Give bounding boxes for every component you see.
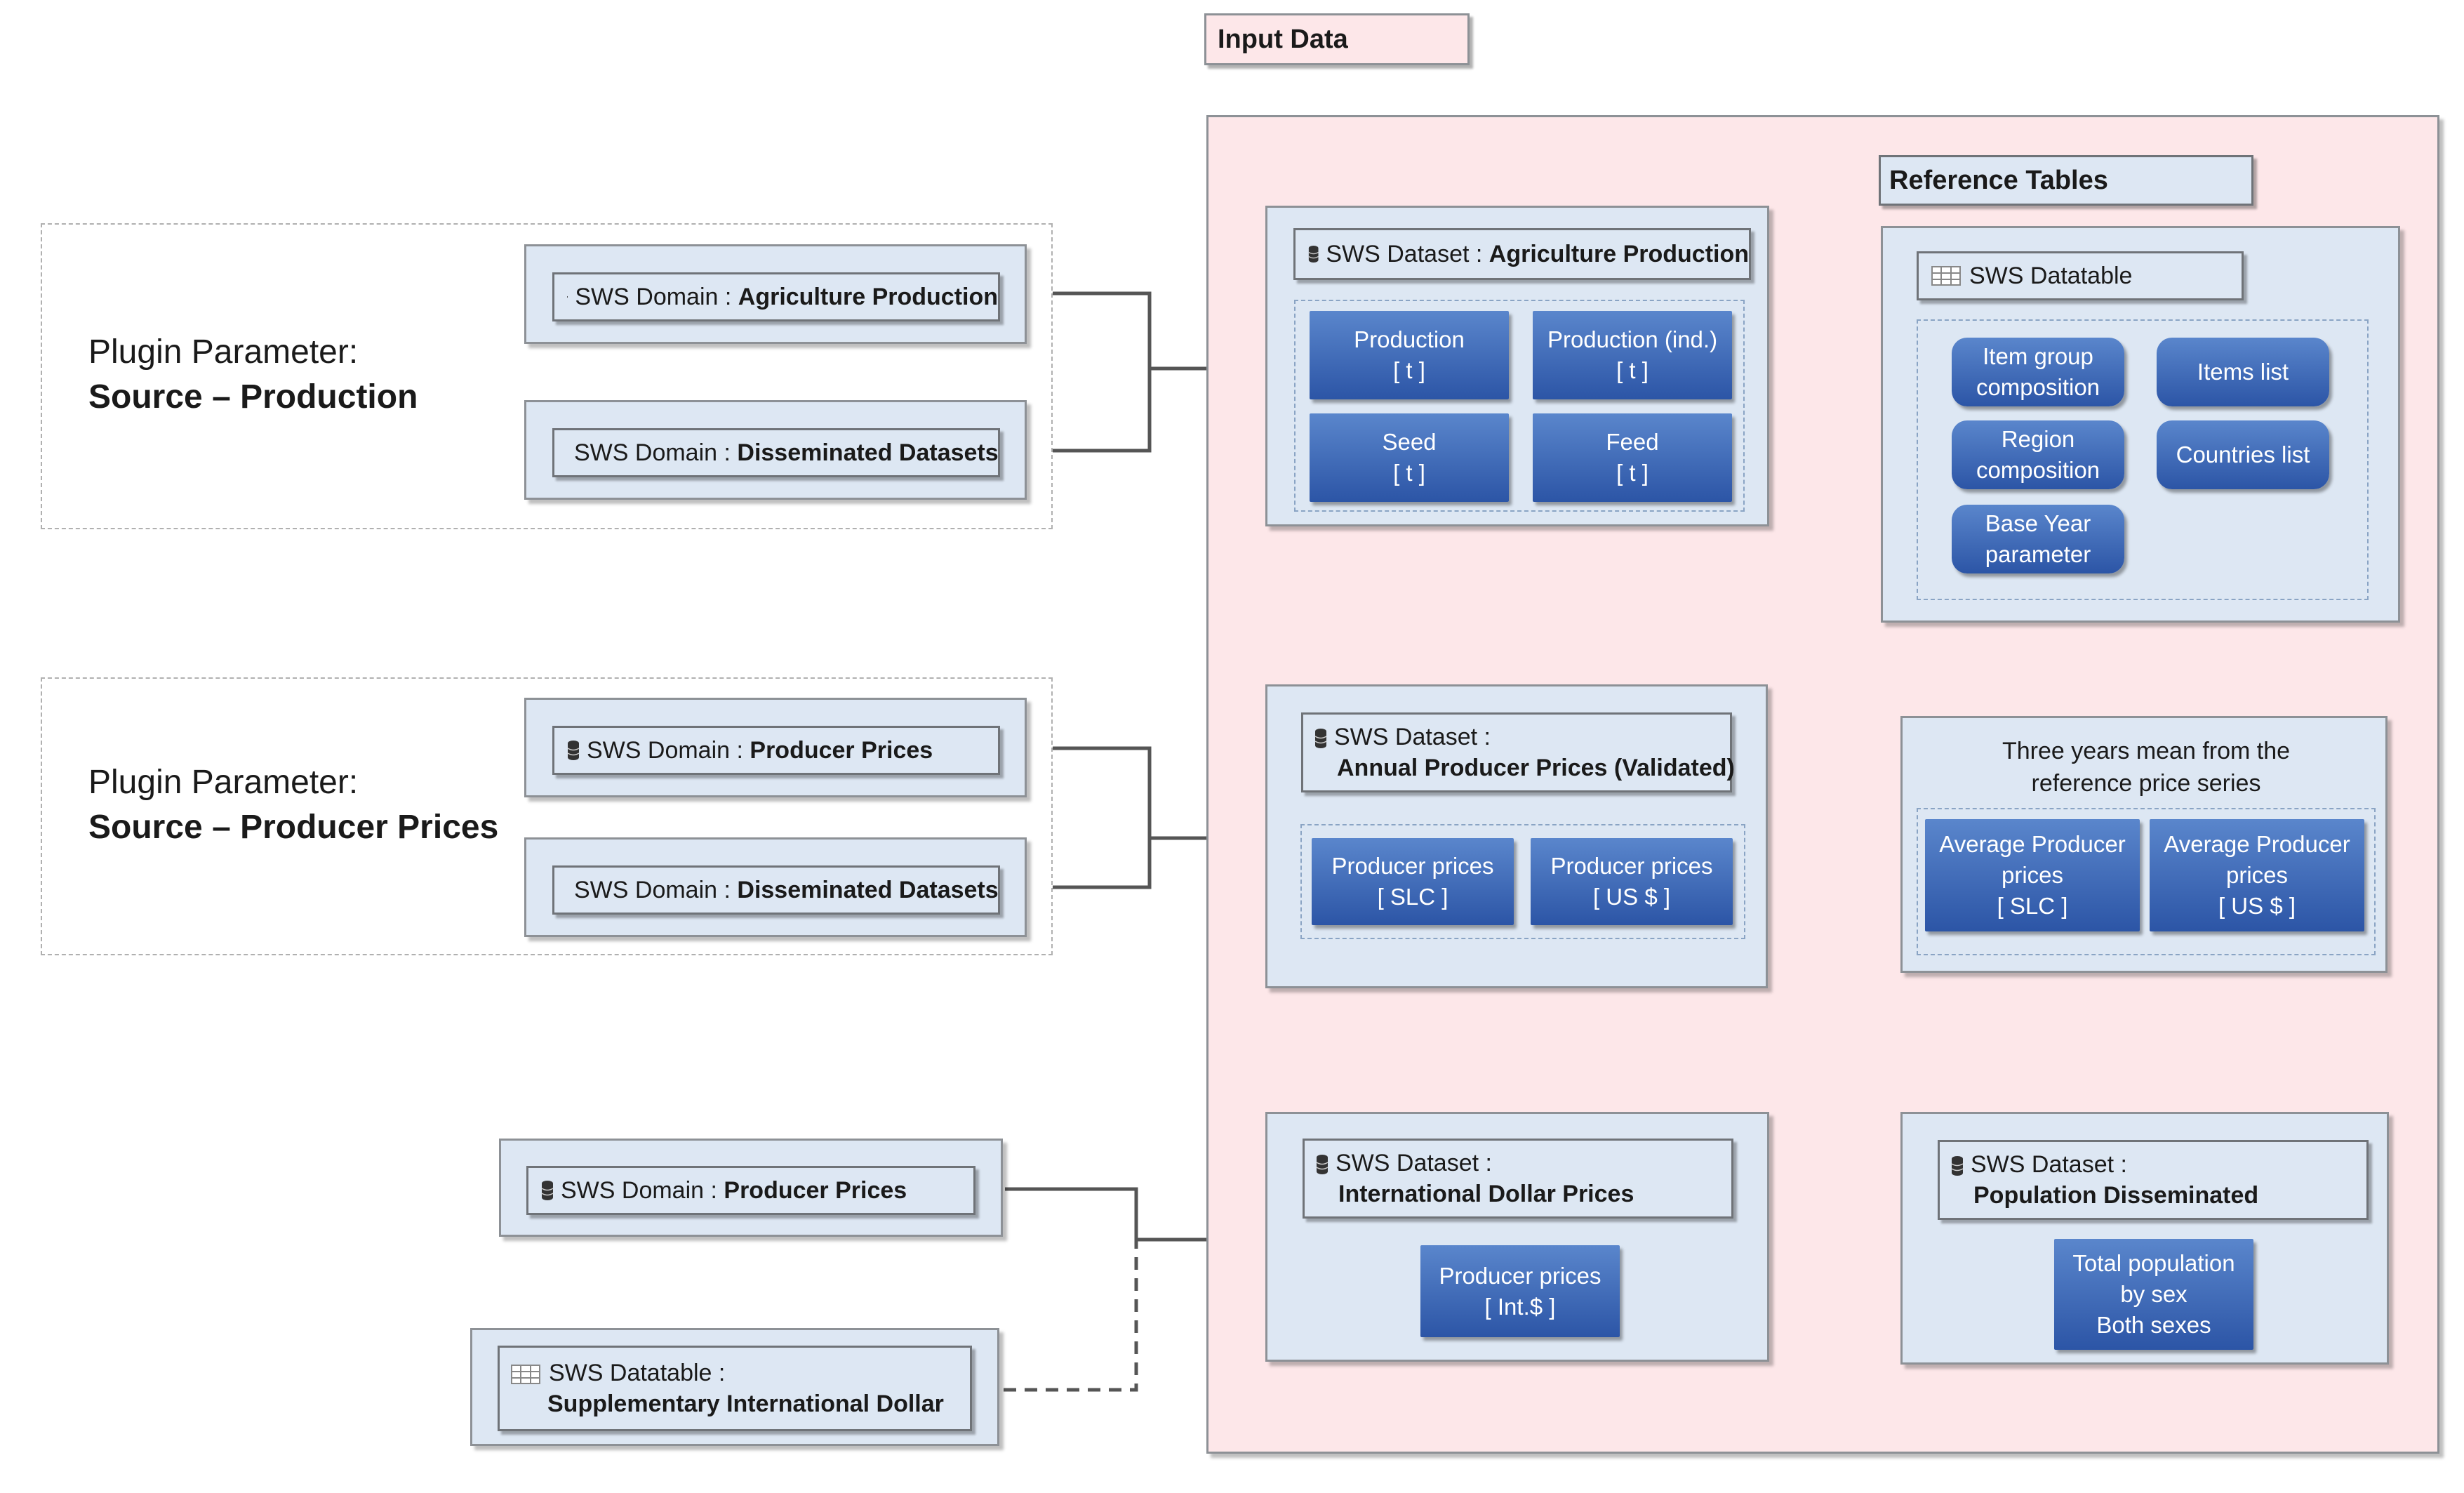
dataset-title[interactable]: SWS Dataset : Population Disseminated	[1938, 1140, 2369, 1220]
input-data-label: Input Data	[1204, 13, 1470, 65]
pill-items-list[interactable]: Items list	[2157, 338, 2329, 406]
dataset-population-disseminated: SWS Dataset : Population Disseminated To…	[1900, 1112, 2389, 1365]
dataset-title[interactable]: SWS Dataset : Agriculture Production	[1293, 228, 1751, 280]
domain-prices-container: SWS Domain : Producer Prices	[524, 698, 1027, 797]
param-title: Plugin Parameter: Source – Producer Pric…	[88, 764, 499, 846]
three-year-mean-box: Three years mean from the reference pric…	[1900, 716, 2388, 973]
domain-disseminated-container: SWS Domain : Disseminated Datasets	[524, 400, 1027, 500]
domain-agri-container: SWS Domain : Agriculture Production	[524, 244, 1027, 344]
table-grid-icon	[511, 1365, 540, 1385]
domain-producer-prices[interactable]: SWS Domain : Producer Prices	[552, 726, 1000, 775]
domain-intl-container: SWS Domain : Producer Prices	[499, 1139, 1003, 1237]
domain-producer-prices-intl[interactable]: SWS Domain : Producer Prices	[526, 1166, 975, 1215]
database-icon	[567, 296, 568, 298]
dataset-elements-area: Producer prices[ SLC ] Producer prices[ …	[1300, 824, 1745, 939]
table-grid-icon	[1931, 266, 1961, 286]
domain-disseminated-datasets[interactable]: SWS Domain : Disseminated Datasets	[552, 428, 1000, 477]
dataset-agriculture-production: SWS Dataset : Agriculture Production Pro…	[1265, 206, 1769, 526]
datatable-supplementary-intl-dollar[interactable]: SWS Datatable : Supplementary Internatio…	[498, 1346, 972, 1431]
domain-disseminated-container: SWS Domain : Disseminated Datasets	[524, 837, 1027, 937]
dataset-annual-producer-prices: SWS Dataset : Annual Producer Prices (Va…	[1265, 684, 1768, 988]
reference-tables-label: Reference Tables	[1879, 155, 2253, 206]
element-tile[interactable]: Feed[ t ]	[1533, 413, 1732, 502]
database-icon	[1951, 1156, 1964, 1176]
param-title: Plugin Parameter: Source – Production	[88, 333, 418, 416]
domain-agriculture-production[interactable]: SWS Domain : Agriculture Production	[552, 272, 1000, 321]
dataset-elements-area: Production[ t ] Production (ind.)[ t ] S…	[1294, 300, 1745, 512]
dataset-international-dollar-prices: SWS Dataset : International Dollar Price…	[1265, 1112, 1769, 1362]
database-icon	[1316, 1155, 1328, 1175]
element-tile[interactable]: Seed[ t ]	[1310, 413, 1509, 502]
dataset-title[interactable]: SWS Dataset : International Dollar Price…	[1303, 1139, 1733, 1219]
database-icon	[567, 741, 580, 760]
element-tile[interactable]: Production[ t ]	[1310, 311, 1509, 399]
database-icon	[541, 1181, 554, 1200]
database-icon	[1308, 246, 1319, 263]
mean-description: Three years mean from the reference pric…	[2002, 738, 2291, 797]
datatable-title[interactable]: SWS Datatable	[1917, 251, 2244, 300]
database-icon	[1314, 729, 1327, 749]
element-tile[interactable]: Producer prices[ US $ ]	[1531, 838, 1733, 925]
element-tile[interactable]: Producer prices[ SLC ]	[1312, 838, 1514, 925]
pill-countries-list[interactable]: Countries list	[2157, 420, 2329, 489]
connector-intl	[1004, 1187, 1264, 1392]
element-tile[interactable]: Producer prices[ Int.$ ]	[1420, 1245, 1620, 1337]
domain-disseminated-datasets[interactable]: SWS Domain : Disseminated Datasets	[552, 865, 1000, 915]
dataset-title[interactable]: SWS Dataset : Annual Producer Prices (Va…	[1301, 712, 1735, 792]
datatable-intl-container: SWS Datatable : Supplementary Internatio…	[470, 1328, 999, 1446]
element-tile[interactable]: Production (ind.)[ t ]	[1533, 311, 1732, 399]
